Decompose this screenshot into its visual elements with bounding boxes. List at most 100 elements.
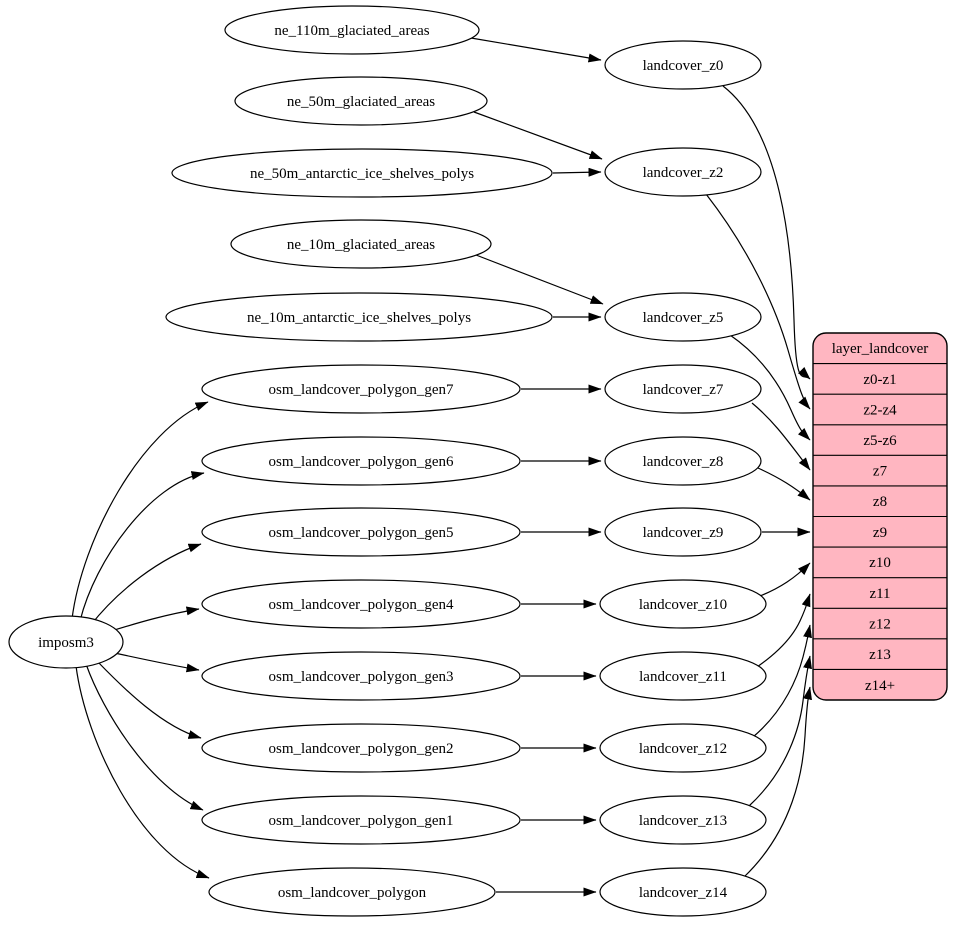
table-label: landcover_z11 <box>639 669 727 685</box>
layer-record-field: z0-z1 <box>863 372 896 388</box>
source-ellipse <box>201 579 521 629</box>
source-label: ne_110m_glaciated_areas <box>274 23 429 39</box>
edge-layer <box>71 37 812 897</box>
layer-record-field: z10 <box>869 555 891 571</box>
node-landcover-z5: landcover_z5 <box>604 292 762 342</box>
source-ellipse <box>208 867 496 917</box>
edge-imposm3-to-gen5 <box>89 543 202 627</box>
table-label: landcover_z7 <box>643 382 724 398</box>
node-layer-landcover: layer_landcover z0-z1 z2-z4 z5-z6 z7 z8 … <box>812 332 948 701</box>
node-landcover-z14: landcover_z14 <box>599 867 767 917</box>
source-label: osm_landcover_polygon_gen1 <box>269 813 454 829</box>
table-ellipse <box>599 867 767 917</box>
source-label: osm_landcover_polygon_gen3 <box>269 669 454 685</box>
edge-z2-to-row-z2z4 <box>705 193 811 410</box>
table-ellipse <box>599 579 767 629</box>
source-ellipse <box>201 436 521 486</box>
source-ellipse <box>201 723 521 773</box>
edge-z8-to-row-z8 <box>757 467 811 501</box>
layer-record-field: z13 <box>869 647 891 663</box>
imposm3-label: imposm3 <box>38 635 94 651</box>
edge-ne10m-to-z5 <box>475 254 604 305</box>
table-ellipse <box>604 436 762 486</box>
source-ellipse <box>201 795 521 845</box>
source-ellipse <box>201 507 521 557</box>
table-ellipse <box>599 651 767 701</box>
edge-imposm3-to-gen3 <box>109 651 200 673</box>
edge-z7-to-row-z7 <box>751 402 811 471</box>
layer-record-field: z11 <box>869 586 890 602</box>
edge-imposm3-to-gen4 <box>107 606 200 633</box>
node-osm-landcover-polygon-gen7: osm_landcover_polygon_gen7 <box>201 364 521 414</box>
edge-ne50m-to-z2 <box>473 111 603 160</box>
source-ellipse <box>171 148 553 198</box>
edge-imposm3-to-gen1 <box>85 663 204 811</box>
node-osm-landcover-polygon: osm_landcover_polygon <box>208 867 496 917</box>
layer-record-field: z14+ <box>865 678 895 694</box>
table-ellipse <box>604 147 762 197</box>
table-ellipse <box>604 40 762 90</box>
layer-record-field: z5-z6 <box>863 433 897 449</box>
source-label: osm_landcover_polygon_gen7 <box>269 382 454 398</box>
node-landcover-z7: landcover_z7 <box>604 364 762 414</box>
source-label: ne_10m_antarctic_ice_shelves_polys <box>247 310 471 326</box>
edge-imposm3-to-gen7 <box>71 401 209 620</box>
node-ne-50m-glaciated-areas: ne_50m_glaciated_areas <box>234 76 488 126</box>
layer-record-title: layer_landcover <box>832 341 929 357</box>
source-label: osm_landcover_polygon_gen5 <box>269 525 454 541</box>
table-label: landcover_z5 <box>643 310 724 326</box>
edge-z12-to-row-z12 <box>752 624 812 738</box>
table-label: landcover_z13 <box>639 813 727 829</box>
node-osm-landcover-polygon-gen2: osm_landcover_polygon_gen2 <box>201 723 521 773</box>
source-ellipse <box>230 219 492 269</box>
node-landcover-z10: landcover_z10 <box>599 579 767 629</box>
edge-z14-to-row-z14 <box>743 686 812 878</box>
node-ne-10m-glaciated-areas: ne_10m_glaciated_areas <box>230 219 492 269</box>
source-label: osm_landcover_polygon_gen6 <box>269 454 454 470</box>
table-label: landcover_z2 <box>643 165 724 181</box>
table-ellipse <box>604 292 762 342</box>
source-label: osm_landcover_polygon <box>278 885 427 901</box>
table-label: landcover_z8 <box>643 454 724 470</box>
source-ellipse <box>234 76 488 126</box>
node-landcover-z0: landcover_z0 <box>604 40 762 90</box>
edge-ne50m-ant-to-z2 <box>552 167 602 177</box>
node-landcover-z9: landcover_z9 <box>604 507 762 557</box>
source-label: ne_50m_antarctic_ice_shelves_polys <box>250 166 474 182</box>
node-ne-10m-antarctic-ice-shelves-polys: ne_10m_antarctic_ice_shelves_polys <box>165 292 553 342</box>
node-landcover-z8: landcover_z8 <box>604 436 762 486</box>
layer-record-field: z8 <box>873 494 887 510</box>
edge-z0-to-row-z0z1 <box>722 85 811 380</box>
source-ellipse <box>201 364 521 414</box>
edge-imposm3-to-poly <box>75 665 210 879</box>
edge-imposm3-to-gen2 <box>96 660 202 739</box>
node-osm-landcover-polygon-gen4: osm_landcover_polygon_gen4 <box>201 579 521 629</box>
edge-z10-to-row-z10 <box>759 562 811 597</box>
node-landcover-z12: landcover_z12 <box>599 723 767 773</box>
edge-z5-to-row-z5z6 <box>729 334 811 441</box>
edge-ne110m-to-z0 <box>470 37 602 63</box>
edge-z13-to-row-z13 <box>748 655 812 807</box>
source-ellipse <box>201 651 521 701</box>
source-label: ne_50m_glaciated_areas <box>287 94 435 110</box>
node-landcover-z2: landcover_z2 <box>604 147 762 197</box>
node-osm-landcover-polygon-gen3: osm_landcover_polygon_gen3 <box>201 651 521 701</box>
layer-record-field: z2-z4 <box>863 403 897 419</box>
source-label: osm_landcover_polygon_gen2 <box>269 741 454 757</box>
source-ellipse <box>165 292 553 342</box>
node-osm-landcover-polygon-gen6: osm_landcover_polygon_gen6 <box>201 436 521 486</box>
source-ellipse <box>224 5 480 55</box>
edge-imposm3-to-gen6 <box>79 471 205 622</box>
node-landcover-z13: landcover_z13 <box>599 795 767 845</box>
source-label: ne_10m_glaciated_areas <box>287 237 435 253</box>
layer-record-field: z9 <box>873 525 887 541</box>
node-landcover-z11: landcover_z11 <box>599 651 767 701</box>
table-ellipse <box>599 723 767 773</box>
node-osm-landcover-polygon-gen1: osm_landcover_polygon_gen1 <box>201 795 521 845</box>
table-ellipse <box>599 795 767 845</box>
table-ellipse <box>604 507 762 557</box>
table-label: landcover_z9 <box>643 525 724 541</box>
layer-record-field: z12 <box>869 617 891 633</box>
